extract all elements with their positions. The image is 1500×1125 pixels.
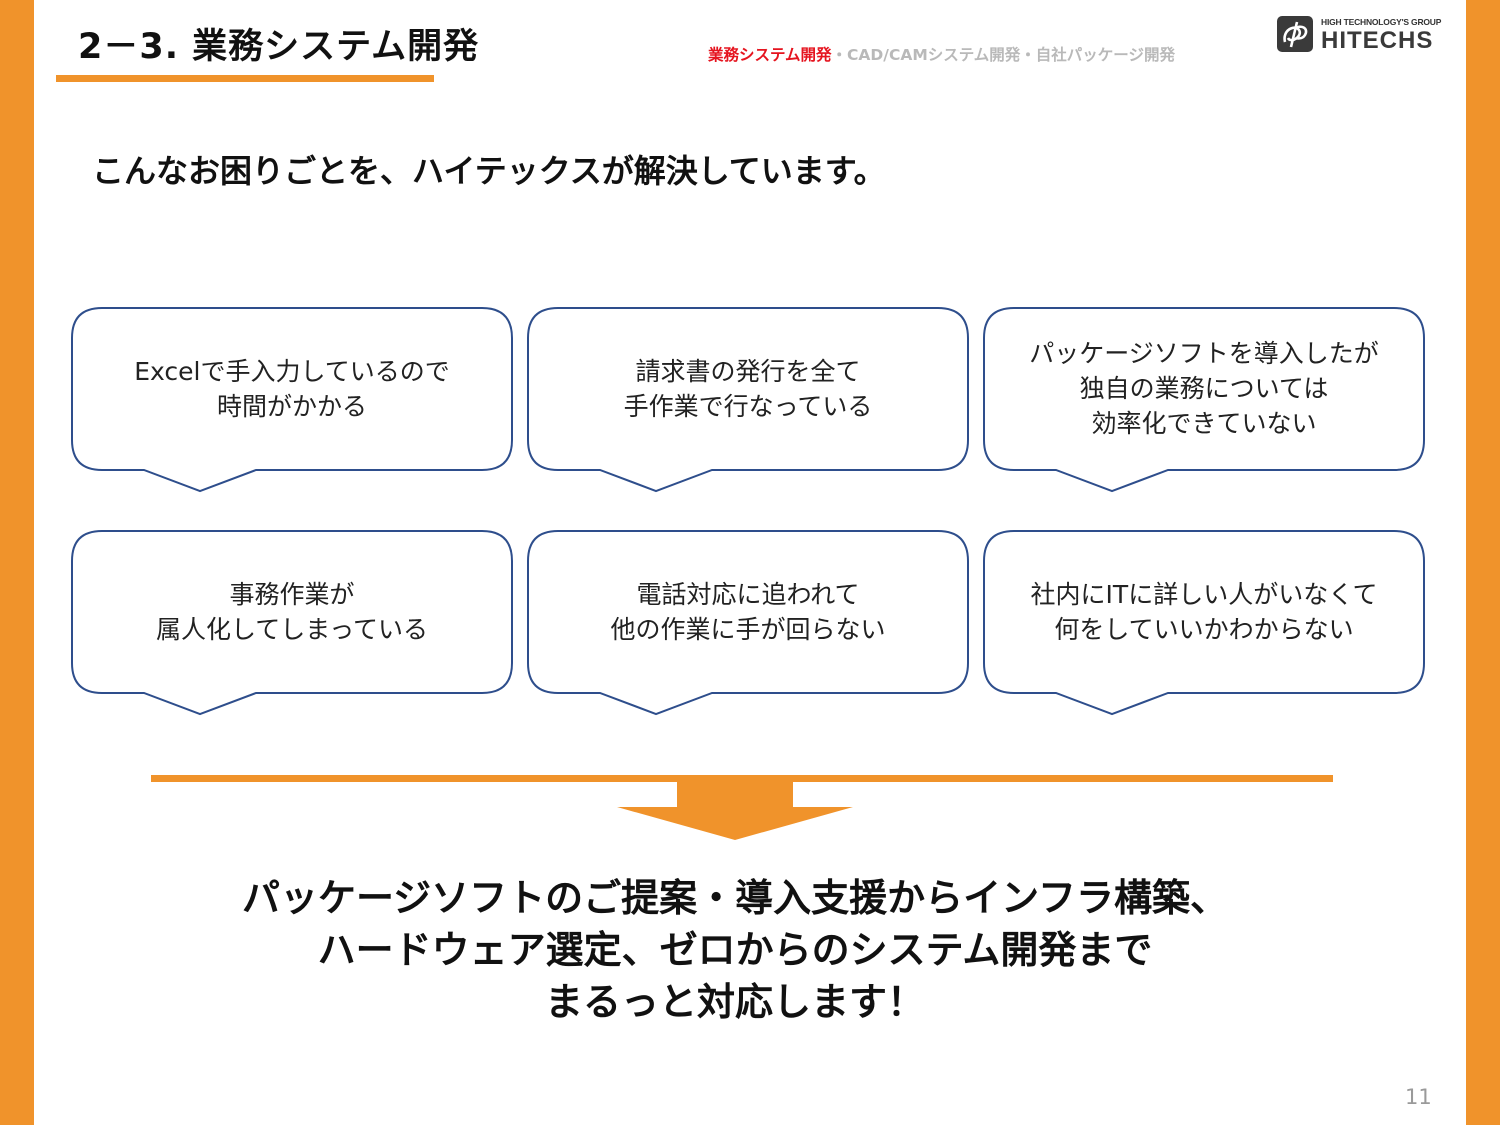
problem-text: Excelで手入力しているので 時間がかかる	[134, 356, 450, 421]
problem-bubble: 事務作業が 属人化してしまっている	[70, 529, 514, 719]
lead-text: こんなお困りごとを、ハイテックスが解決しています。	[92, 152, 886, 190]
breadcrumb-rest: ・CAD/CAMシステム開発・自社パッケージ開発	[831, 46, 1175, 64]
left-accent-bar	[0, 0, 34, 1125]
problem-bubble: パッケージソフトを導入したが 独自の業務については 効率化できていない	[982, 306, 1426, 496]
speech-bubble-shape	[983, 530, 1425, 716]
problem-bubble: 電話対応に追われて 他の作業に手が回らない	[526, 529, 970, 719]
problem-text: 社内にITに詳しい人がいなくて 何をしていいかわからない	[1030, 579, 1378, 644]
speech-bubble-shape	[71, 307, 513, 493]
speech-bubble-shape	[71, 530, 513, 716]
logo-name: HITECHS	[1321, 27, 1434, 54]
page-number: 11	[1405, 1085, 1432, 1109]
title-underline	[56, 75, 434, 82]
speech-bubble-shape	[527, 530, 969, 716]
problem-text: 請求書の発行を全て 手作業で行なっている	[623, 356, 873, 421]
problem-text: 事務作業が 属人化してしまっている	[155, 579, 428, 644]
hitechs-logo: HIGH TECHNOLOGY'S GROUP HITECHS	[1277, 14, 1449, 60]
divider-line	[151, 775, 1333, 782]
problem-text: 電話対応に追われて 他の作業に手が回らない	[610, 579, 886, 644]
speech-bubble-shape	[527, 307, 969, 493]
problem-bubble: 社内にITに詳しい人がいなくて 何をしていいかわからない	[982, 529, 1426, 719]
problem-bubble: Excelで手入力しているので 時間がかかる	[70, 306, 514, 496]
logo-group-text: HIGH TECHNOLOGY'S GROUP	[1321, 17, 1442, 27]
problem-text: パッケージソフトを導入したが 独自の業務については 効率化できていない	[1029, 339, 1379, 438]
right-accent-bar	[1466, 0, 1500, 1125]
page-title: 2－3. 業務システム開発	[78, 27, 480, 67]
logo-mark-icon	[1277, 16, 1313, 52]
conclusion-text: パッケージソフトのご提案・導入支援からインフラ構築、 ハードウェア選定、ゼロから…	[241, 876, 1229, 1024]
down-arrow-icon	[617, 780, 853, 840]
problem-bubble: 請求書の発行を全て 手作業で行なっている	[526, 306, 970, 496]
speech-bubble-shape	[983, 307, 1425, 493]
breadcrumb: 業務システム開発・CAD/CAMシステム開発・自社パッケージ開発	[708, 43, 1175, 65]
breadcrumb-active: 業務システム開発	[708, 46, 832, 64]
